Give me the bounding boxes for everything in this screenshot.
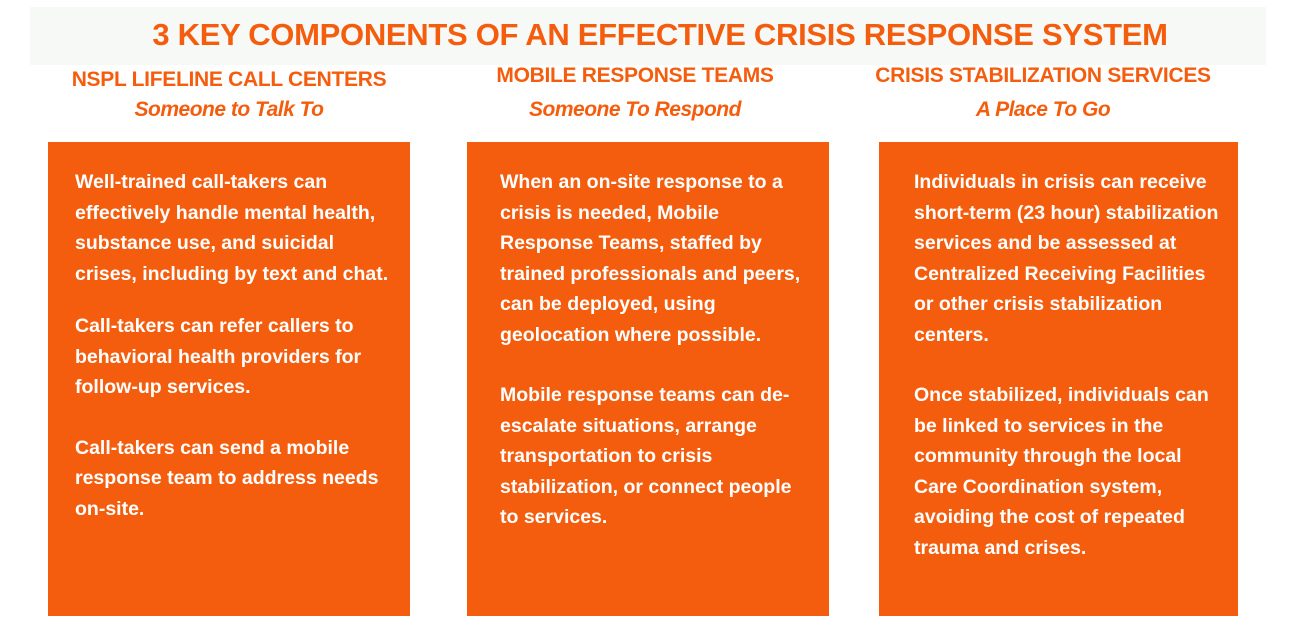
box-paragraph: Once stabilized, individuals can be link… (914, 384, 1209, 559)
column-header-mobile-teams: MOBILE RESPONSE TEAMS Someone To Respond (450, 64, 820, 122)
column-heading: NSPL LIFELINE CALL CENTERS (71, 68, 387, 91)
stabilization-box: Individuals in crisis can receive short-… (879, 142, 1238, 616)
column-header-call-centers: NSPL LIFELINE CALL CENTERS Someone to Ta… (48, 68, 410, 122)
page-title: 3 KEY COMPONENTS OF AN EFFECTIVE CRISIS … (152, 17, 1168, 52)
box-paragraph: Mobile response teams can de-escalate si… (500, 384, 792, 528)
column-heading: CRISIS STABILIZATION SERVICES (875, 64, 1211, 87)
call-centers-box: Well-trained call-takers can effectively… (48, 142, 410, 616)
title-banner: 3 KEY COMPONENTS OF AN EFFECTIVE CRISIS … (30, 7, 1266, 65)
column-subheading: Someone To Respond (529, 98, 741, 121)
column-subheading: A Place To Go (975, 98, 1111, 121)
box-paragraph: Call-takers can send a mobile response t… (75, 436, 379, 520)
column-header-stabilization: CRISIS STABILIZATION SERVICES A Place To… (850, 64, 1236, 122)
column-heading: MOBILE RESPONSE TEAMS (496, 64, 774, 87)
box-paragraph: When an on-site response to a crisis is … (500, 171, 801, 346)
box-paragraph: Individuals in crisis can receive short-… (914, 171, 1219, 346)
box-paragraph: Call-takers can refer callers to behavio… (75, 315, 362, 398)
mobile-teams-box: When an on-site response to a crisis is … (467, 142, 829, 616)
box-paragraph: Well-trained call-takers can effectively… (75, 171, 389, 285)
column-subheading: Someone to Talk To (134, 98, 324, 121)
